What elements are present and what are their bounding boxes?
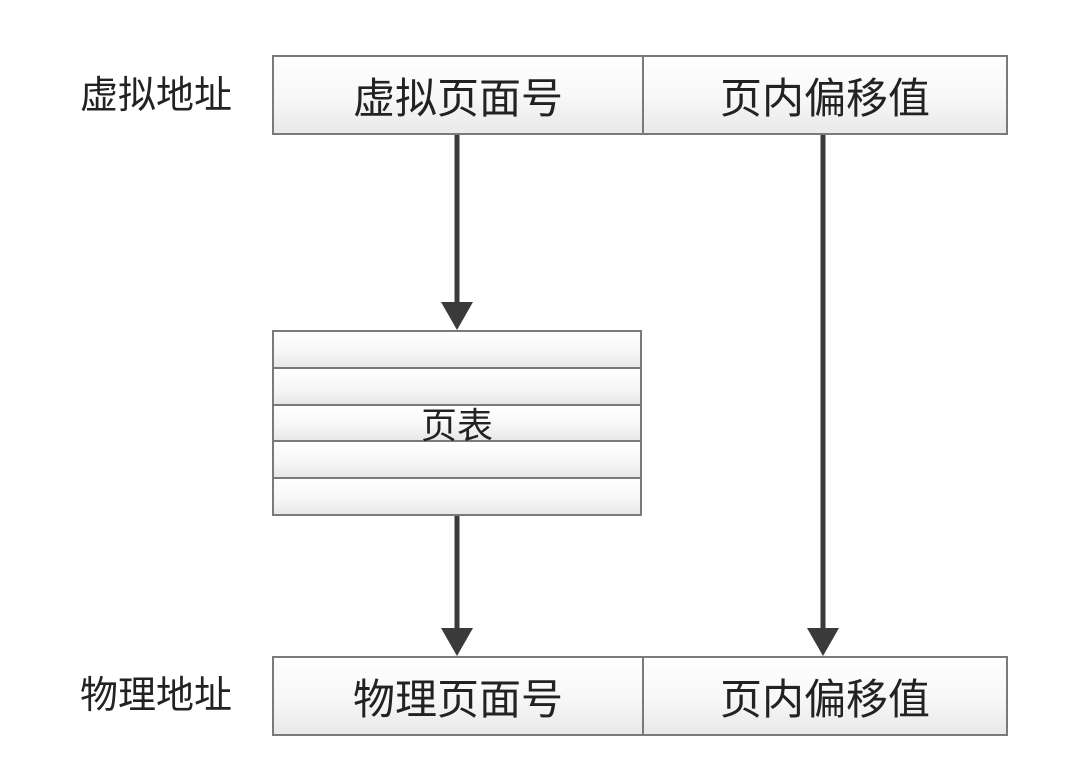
physical-address-row: 物理页面号 页内偏移值 xyxy=(272,656,1008,736)
arrow-page-table-to-ppn-head xyxy=(441,628,473,656)
physical-address-label: 物理地址 xyxy=(80,673,233,717)
physical-page-number-cell: 物理页面号 xyxy=(352,674,563,724)
virtual-address-row: 虚拟页面号 页内偏移值 xyxy=(272,55,1008,135)
page-table-row xyxy=(274,403,640,441)
arrow-offset-to-offset-head xyxy=(807,628,839,656)
page-table-row xyxy=(274,332,640,367)
page-table: 页表 xyxy=(272,330,642,516)
virtual-page-number-cell: 虚拟页面号 xyxy=(352,73,563,123)
page-table-row xyxy=(274,440,640,478)
page-table-row xyxy=(274,366,640,404)
virtual-address-label: 虚拟地址 xyxy=(80,73,233,117)
physical-offset-cell: 页内偏移值 xyxy=(642,658,1006,734)
page-table-row xyxy=(274,477,640,514)
arrow-vpn-to-page-table-head xyxy=(441,302,473,330)
virtual-offset-cell: 页内偏移值 xyxy=(642,57,1006,133)
